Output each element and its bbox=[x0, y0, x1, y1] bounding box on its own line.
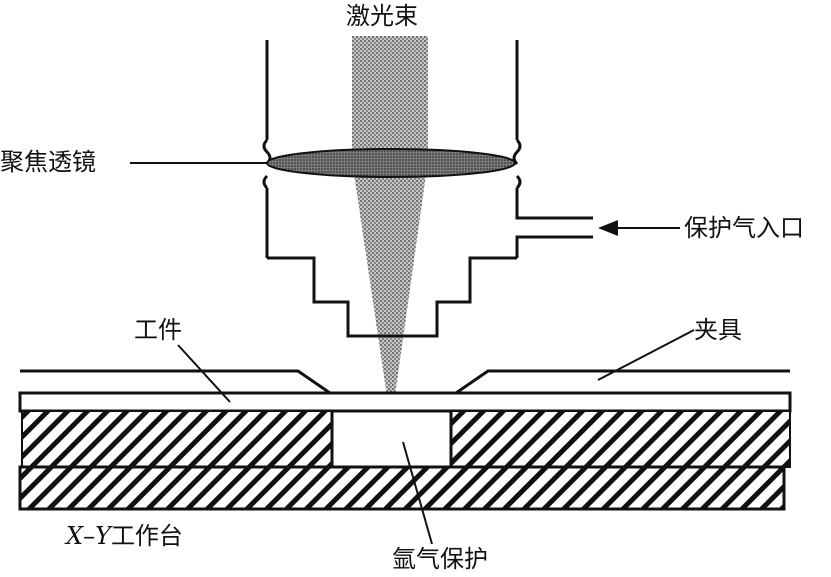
support-left-hatched bbox=[21, 410, 333, 468]
xy-table-label-axes: X–Y bbox=[66, 522, 111, 550]
laser-beam-label: 激光束 bbox=[346, 2, 418, 30]
argon-cavity bbox=[330, 409, 453, 469]
xy-table-label: X–Y工作台 bbox=[66, 524, 183, 548]
clamp-leader bbox=[597, 329, 695, 381]
workpiece-label: 工件 bbox=[134, 316, 182, 344]
focused-beam-cone bbox=[352, 160, 428, 410]
workpiece-plate bbox=[18, 391, 792, 413]
focusing-lens bbox=[266, 148, 516, 178]
nozzle-housing bbox=[262, 40, 593, 338]
clamp-label: 夹具 bbox=[694, 316, 742, 344]
argon-leader bbox=[402, 441, 433, 545]
xy-table bbox=[18, 465, 786, 511]
clamp-right bbox=[455, 369, 790, 395]
focus-lens-label: 聚焦透镜 bbox=[0, 148, 96, 176]
laser-beam-column bbox=[352, 36, 428, 156]
clamp-left bbox=[20, 369, 331, 395]
workpiece-leader bbox=[177, 344, 231, 403]
argon-protection-label: 氩气保护 bbox=[392, 545, 488, 573]
xy-table-label-text: 工作台 bbox=[110, 522, 183, 550]
support-right-hatched bbox=[450, 410, 791, 468]
shield-gas-inlet-label: 保护气入口 bbox=[684, 214, 804, 242]
